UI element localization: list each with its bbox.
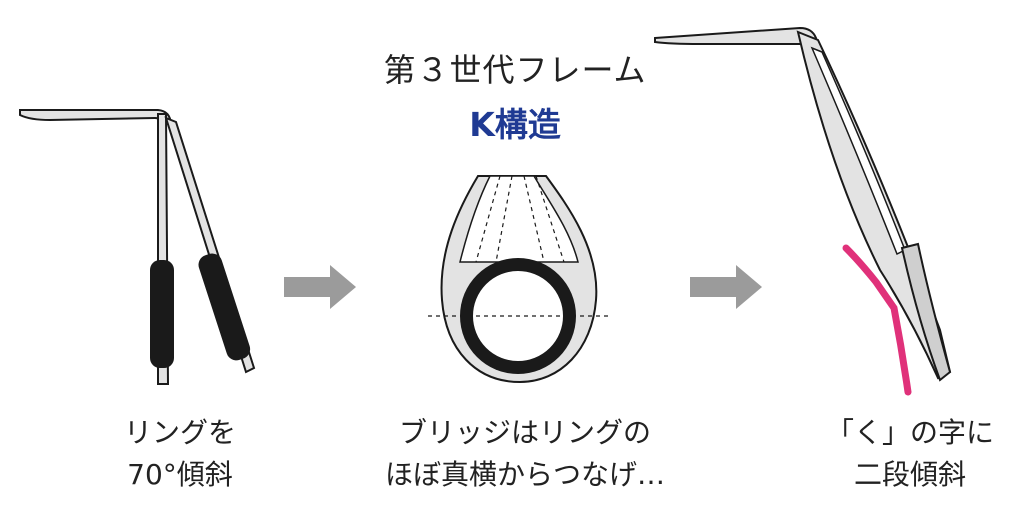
middle-hidden-lines bbox=[475, 175, 565, 263]
caption-middle-line-2: ほぼ真横からつなげ… bbox=[384, 458, 665, 491]
right-k-frame bbox=[654, 26, 952, 396]
middle-ring-view bbox=[428, 175, 608, 384]
left-foot-pad-vertical bbox=[150, 260, 174, 368]
arrow-left-to-middle bbox=[284, 265, 356, 309]
arrow-middle-to-right bbox=[690, 265, 762, 309]
middle-frame-inner-cutout bbox=[459, 175, 579, 263]
caption-middle: ブリッジはリングの ほぼ真横からつなげ… bbox=[360, 412, 690, 496]
left-guide-frame bbox=[19, 109, 256, 385]
right-frame-foot bbox=[900, 242, 952, 382]
left-foot-pad-diagonal bbox=[198, 253, 251, 361]
left-frame-top-blade bbox=[19, 109, 173, 125]
caption-right: 「く」の字に 二段傾斜 bbox=[800, 412, 1020, 496]
caption-middle-line-1: ブリッジはリングの bbox=[398, 416, 651, 449]
diagram-subtitle: K構造 bbox=[469, 105, 561, 144]
caption-left: リングを 70°傾斜 bbox=[60, 412, 300, 496]
caption-right-line-1: 「く」の字に bbox=[825, 416, 994, 449]
caption-left-line-1: リングを bbox=[123, 416, 236, 449]
caption-right-line-2: 二段傾斜 bbox=[853, 458, 966, 491]
caption-left-line-2: 70°傾斜 bbox=[127, 458, 233, 491]
right-frame-top-blade bbox=[654, 26, 818, 45]
diagram-title: 第３世代フレーム bbox=[383, 51, 647, 89]
right-ku-highlight bbox=[842, 244, 912, 396]
